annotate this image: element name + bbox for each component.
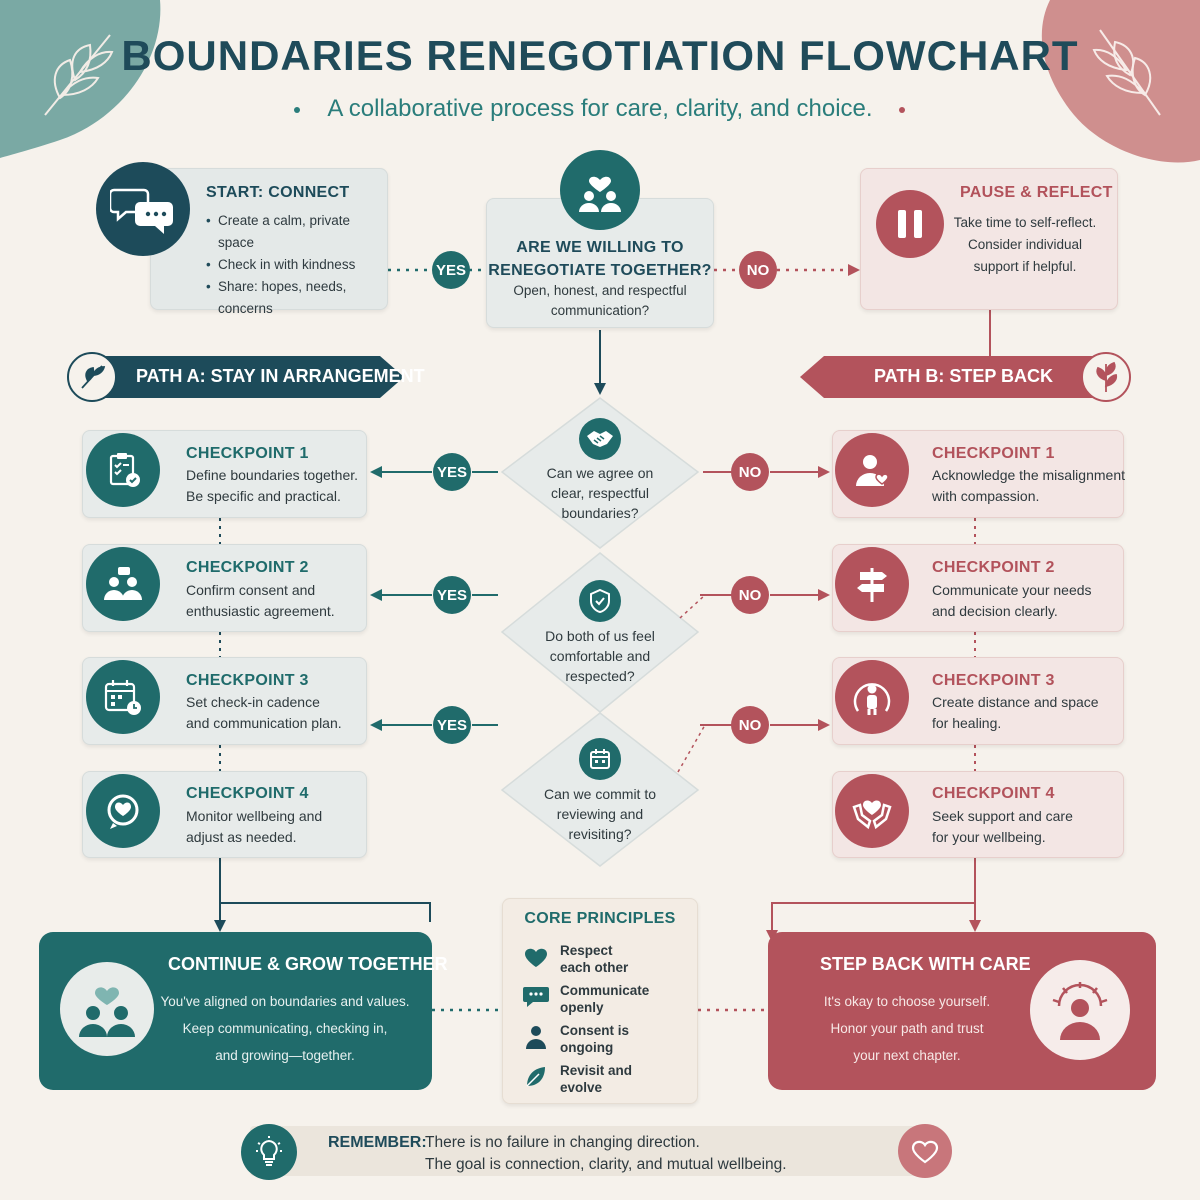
continue-heading: CONTINUE & GROW TOGETHER — [168, 954, 448, 974]
decision-body: Open, honest, and respectful communicati… — [513, 283, 687, 318]
person-heart-icon — [835, 433, 909, 507]
rose-corner-blob — [1041, 0, 1200, 163]
people-chat-icon — [86, 547, 160, 621]
no-badge: NO — [731, 453, 769, 491]
core-principles-heading: CORE PRINCIPLES — [524, 910, 676, 927]
checkpoint-a-2-title: CHECKPOINT 2 — [186, 559, 309, 576]
couple-heart-icon — [560, 150, 640, 230]
chat-bubbles-icon — [96, 162, 190, 256]
leaf-icon — [526, 1067, 545, 1087]
handshake-icon — [579, 418, 621, 460]
path-a-banner — [67, 352, 404, 402]
no-badge: NO — [731, 706, 769, 744]
chat-icon — [523, 987, 549, 1007]
signpost-icon — [835, 547, 909, 621]
leaf-icon — [1092, 29, 1161, 116]
remember-text: There is no failure in changing directio… — [425, 1134, 787, 1173]
leaf-icon — [44, 34, 114, 116]
heart-icon — [525, 948, 547, 967]
yes-badge: YES — [433, 576, 471, 614]
couple-heart-icon — [60, 962, 154, 1056]
pause-icon — [876, 190, 944, 258]
path-b-banner — [800, 352, 1131, 402]
calendar-icon — [579, 738, 621, 780]
yes-badge: YES — [432, 251, 470, 289]
start-heading: START: CONNECT — [206, 184, 350, 201]
no-badge: NO — [731, 576, 769, 614]
decision-diamond — [500, 397, 700, 549]
yes-badge: YES — [433, 706, 471, 744]
person-icon — [526, 1026, 546, 1049]
start-bullet: Create a calm, private space — [206, 210, 381, 254]
path-a-label: PATH A: STAY IN ARRANGEMENT — [136, 366, 425, 386]
path-b-label: PATH B: STEP BACK — [874, 366, 1054, 386]
remember-banner — [250, 1126, 940, 1176]
caring-hands-icon — [835, 774, 909, 848]
checkpoint-a-1-title: CHECKPOINT 1 — [186, 445, 309, 462]
start-bullets: Create a calm, private space Check in wi… — [206, 210, 381, 320]
question-2: Do both of us feel comfortable and respe… — [545, 628, 655, 684]
heart-icon — [898, 1124, 952, 1178]
start-bullet: Share: hopes, needs, concerns — [206, 276, 381, 320]
checkpoint-a-1-text: Define boundaries together.Be specific a… — [186, 467, 359, 504]
pause-body: Take time to self-reflect. Consider indi… — [953, 215, 1097, 274]
pause-heading: PAUSE & REFLECT — [960, 184, 1113, 201]
checkpoint-b-2-title: CHECKPOINT 2 — [932, 559, 1055, 576]
shield-check-icon — [579, 580, 621, 622]
question-3: Can we commit to reviewing and revisitin… — [543, 786, 657, 842]
checkpoint-b-3-title: CHECKPOINT 3 — [932, 672, 1055, 689]
page-subtitle: A collaborative process for care, clarit… — [327, 95, 873, 122]
person-space-icon — [835, 660, 909, 734]
step-back-text: It's okay to choose yourself. Honor your… — [823, 994, 991, 1063]
continue-text: You've aligned on boundaries and values.… — [160, 994, 410, 1063]
checkpoint-b-1-title: CHECKPOINT 1 — [932, 445, 1055, 462]
person-sunrise-icon — [1030, 960, 1130, 1060]
page-title: BOUNDARIES RENEGOTIATION FLOWCHART — [121, 32, 1079, 79]
heart-chat-icon — [86, 774, 160, 848]
decision-diamond — [500, 712, 700, 867]
start-bullet: Check in with kindness — [206, 254, 381, 276]
calendar-clock-icon — [86, 660, 160, 734]
checkpoint-a-4-title: CHECKPOINT 4 — [186, 785, 309, 802]
no-badge: NO — [739, 251, 777, 289]
checkpoint-a-3-title: CHECKPOINT 3 — [186, 672, 309, 689]
checkpoint-b-4-title: CHECKPOINT 4 — [932, 785, 1055, 802]
lightbulb-icon — [241, 1124, 297, 1180]
yes-badge: YES — [433, 453, 471, 491]
question-1: Can we agree on clear, respectful bounda… — [546, 465, 654, 521]
decision-heading: ARE WE WILLING TO RENEGOTIATE TOGETHER? — [488, 239, 712, 279]
checklist-icon — [86, 433, 160, 507]
remember-label: REMEMBER: — [328, 1134, 427, 1151]
step-back-heading: STEP BACK WITH CARE — [820, 954, 1031, 974]
decision-diamond — [500, 552, 700, 713]
